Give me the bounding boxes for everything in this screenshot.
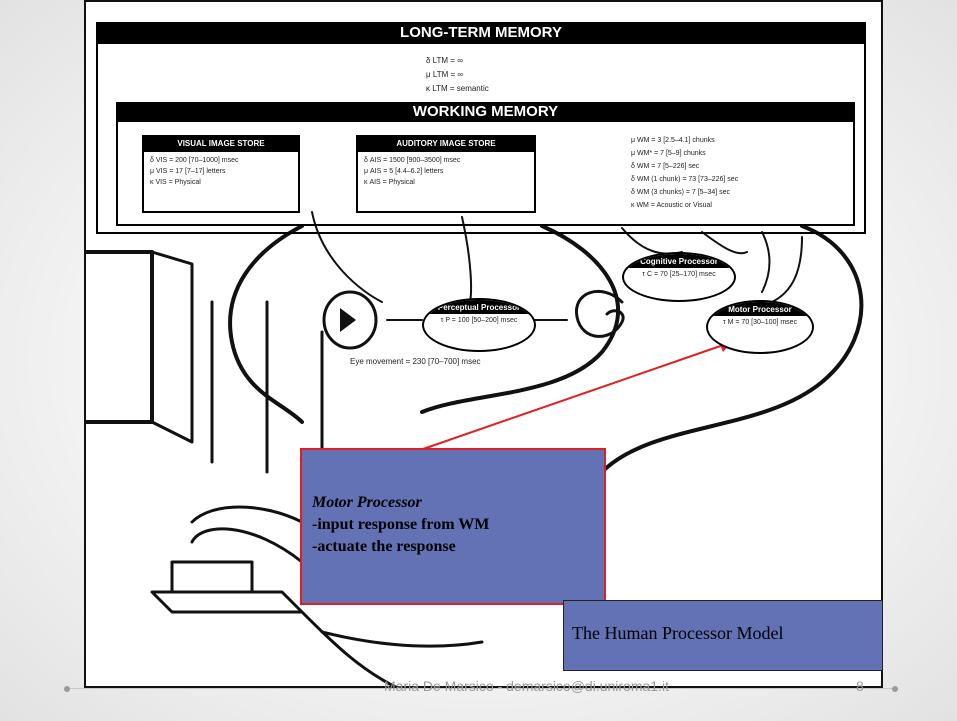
working-memory-title: WORKING MEMORY	[116, 102, 855, 122]
callout-line: -input response from WM	[312, 516, 490, 533]
wm-param: δ WM = 7 [5–226] sec	[631, 163, 700, 170]
vis-param: μ VIS = 17 [7–17] letters	[150, 168, 226, 175]
visual-image-store: VISUAL IMAGE STORE δ VIS = 200 [70–1000]…	[142, 135, 300, 213]
eye-movement-label: Eye movement = 230 [70–700] msec	[350, 357, 481, 366]
visual-image-store-title: VISUAL IMAGE STORE	[144, 137, 298, 152]
wm-param: κ WM = Acoustic or Visual	[631, 202, 712, 209]
ltm-parameters: δ LTM = ∞ μ LTM = ∞ κ LTM = semantic	[426, 54, 489, 96]
callout-line: -actuate the response	[312, 538, 456, 555]
auditory-image-store-title: AUDITORY IMAGE STORE	[358, 137, 534, 152]
long-term-memory-title: LONG-TERM MEMORY	[96, 22, 866, 44]
footer-dot-left	[64, 686, 70, 692]
perceptual-processor-title: Perceptual Processor	[424, 300, 534, 314]
page-number: 8	[856, 678, 864, 694]
ais-param: δ AIS = 1500 [900–3500] msec	[364, 157, 461, 164]
perceptual-processor: Perceptual Processor τ P = 100 [50–200] …	[422, 298, 536, 352]
wm-param: μ WM = 3 [2.5–4.1] chunks	[631, 137, 715, 144]
ais-param: κ AIS = Physical	[364, 179, 415, 186]
footer-author: Maria De Marsico - demarsico@di.uniroma1…	[384, 678, 669, 694]
motor-processor-value: τ M = 70 [30–100] msec	[722, 319, 798, 326]
footer-dot-right	[892, 686, 898, 692]
motor-processor: Motor Processor τ M = 70 [30–100] msec	[706, 300, 814, 354]
ltm-param: μ LTM = ∞	[426, 70, 464, 79]
callout-title: Motor Processor	[312, 494, 422, 511]
perceptual-processor-value: τ P = 100 [50–200] msec	[440, 317, 518, 324]
cognitive-processor: Cognitive Processor τ C = 70 [25–170] ms…	[622, 252, 736, 302]
cognitive-processor-value: τ C = 70 [25–170] msec	[642, 271, 716, 278]
vis-param: κ VIS = Physical	[150, 179, 201, 186]
human-illustration	[86, 209, 864, 686]
ltm-param: δ LTM = ∞	[426, 56, 463, 65]
footer-rule	[66, 688, 896, 689]
wm-parameters: μ WM = 3 [2.5–4.1] chunks μ WM* = 7 [5–9…	[631, 134, 738, 212]
wm-param: δ WM (1 chunk) = 73 [73–226] sec	[631, 176, 739, 183]
cognitive-processor-title: Cognitive Processor	[624, 254, 734, 268]
model-caption: The Human Processor Model	[563, 600, 883, 671]
wm-param: δ WM (3 chunks) = 7 [5–34] sec	[631, 189, 731, 196]
vis-param: δ VIS = 200 [70–1000] msec	[150, 157, 239, 164]
motor-processor-callout: Motor Processor -input response from WM …	[300, 448, 606, 605]
ais-param: μ AIS = 5 [4.4–6.2] letters	[364, 168, 444, 175]
motor-processor-title: Motor Processor	[708, 302, 812, 316]
ltm-param: κ LTM = semantic	[426, 84, 489, 93]
auditory-image-store: AUDITORY IMAGE STORE δ AIS = 1500 [900–3…	[356, 135, 536, 213]
diagram-frame: LONG-TERM MEMORY δ LTM = ∞ μ LTM = ∞ κ L…	[84, 0, 883, 688]
wm-param: μ WM* = 7 [5–9] chunks	[631, 150, 706, 157]
